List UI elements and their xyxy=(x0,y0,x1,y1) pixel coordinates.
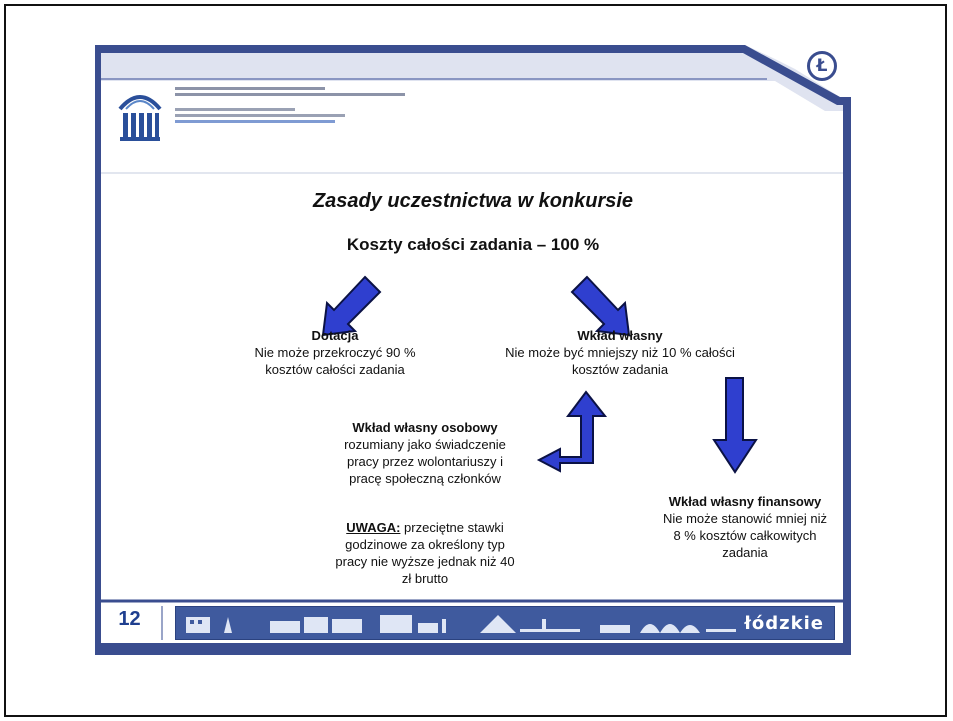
dotacja-line: Nie może przekroczyć 90 % xyxy=(254,345,416,360)
wklad-osobowy-line: rozumiany jako świadczenie xyxy=(344,437,506,452)
uwaga-line: pracy nie wyższe jednak niż 40 xyxy=(335,554,515,569)
wklad-finansowy-line: Nie może stanowić mniej niż xyxy=(662,511,827,526)
wklad-finansowy-heading: Wkład własny finansowy xyxy=(668,494,822,509)
uwaga-block: UWAGA: przeciętne stawki godzinowe za ok… xyxy=(315,519,535,587)
page-number: 12 xyxy=(118,608,141,630)
wklad-finansowy-line: 8 % kosztów całkowitych xyxy=(673,528,817,543)
uwaga-line: zł brutto xyxy=(401,571,449,586)
wklad-wlasny-heading: Wkład własny xyxy=(577,328,663,343)
skyline-silhouette-icon xyxy=(186,615,736,633)
wklad-osobowy-heading: Wkład własny osobowy xyxy=(352,420,498,435)
uwaga-label: UWAGA: xyxy=(346,520,401,535)
uwaga-line: godzinowe za określony typ xyxy=(345,537,505,552)
arrow-down-icon xyxy=(712,377,758,474)
header-logo-icon xyxy=(118,95,162,141)
arrows-layer xyxy=(321,275,758,474)
dotacja-heading: Dotacja xyxy=(311,328,359,343)
arrow-down-left-icon xyxy=(321,275,382,337)
slide-subtitle: Koszty całości zadania – 100 % xyxy=(346,235,600,254)
header-text-block xyxy=(175,87,405,126)
footer-divider xyxy=(161,606,163,640)
uwaga-first-line: UWAGA: przeciętne stawki xyxy=(315,519,535,536)
arrow-down-right-icon xyxy=(570,275,631,337)
slide: Ł Zasady uczestnictwa w konkursie Koszty… xyxy=(95,45,851,655)
wklad-osobowy-line: pracę społeczną członków xyxy=(349,471,501,486)
page-frame xyxy=(4,4,947,717)
slide-frame xyxy=(95,45,851,655)
dotacja-line: kosztów całości zadania xyxy=(265,362,405,377)
wklad-wlasny-line: kosztów zadania xyxy=(571,362,669,377)
slide-footer: 12 łódzkie xyxy=(95,600,851,655)
brand-logo-text: łódzkie xyxy=(744,613,824,634)
wklad-osobowy-block: Wkład własny osobowy rozumiany jako świa… xyxy=(325,419,525,487)
wklad-wlasny-line: Nie może być mniejszy niż 10 % całości xyxy=(505,345,735,360)
wklad-osobowy-line: pracy przez wolontariuszy i xyxy=(346,454,504,469)
wklad-finansowy-line: zadania xyxy=(722,545,768,560)
wklad-finansowy-block: Wkład własny finansowy Nie może stanowić… xyxy=(645,493,845,561)
wklad-wlasny-block: Wkład własny Nie może być mniejszy niż 1… xyxy=(495,327,745,378)
dotacja-block: Dotacja Nie może przekroczyć 90 % kosztó… xyxy=(235,327,435,378)
corner-logo-icon: Ł xyxy=(807,51,837,81)
slide-title: Zasady uczestnictwa w konkursie xyxy=(312,190,634,212)
skyline-banner-image: łódzkie xyxy=(175,606,835,640)
uwaga-first-line-text: przeciętne stawki xyxy=(400,520,504,535)
